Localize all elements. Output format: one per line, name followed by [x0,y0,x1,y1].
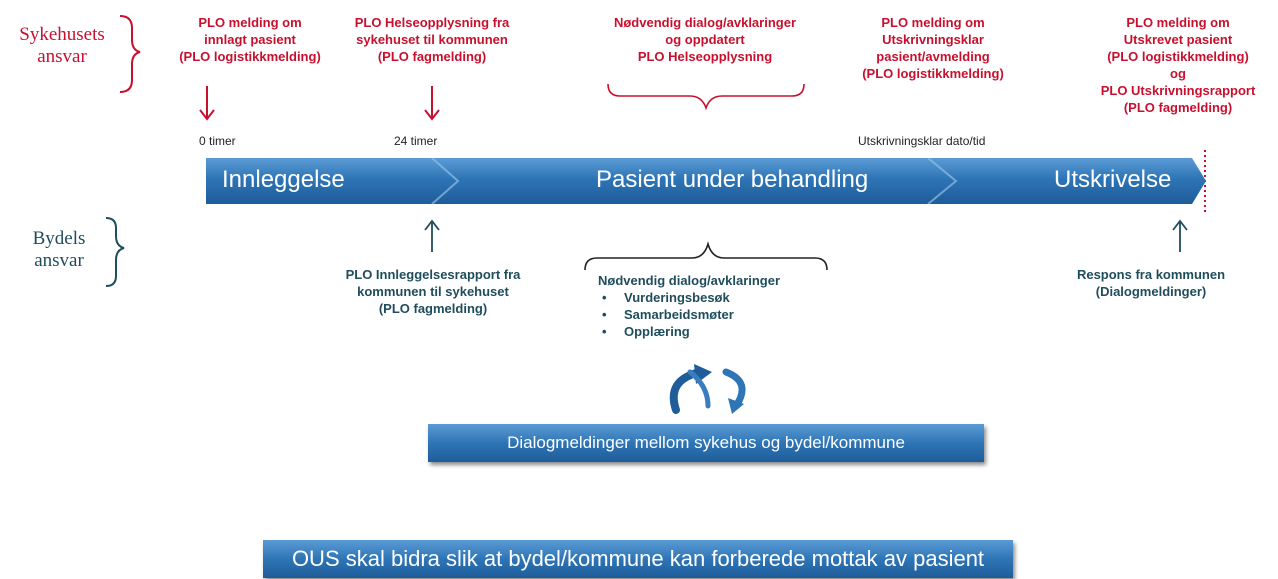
list-item: Opplæring [598,323,828,340]
msg-line: og [1170,66,1186,81]
hospital-brace [119,15,141,93]
down-arrow-icon [199,86,215,121]
district-resp-line: ansvar [34,250,84,271]
hospital-resp-line: ansvar [37,46,87,67]
msg-line: (PLO fagmelding) [378,301,488,316]
list-item: Vurderingsbesøk [598,289,828,306]
msg-line: sykehuset til kommunen [356,32,508,47]
dialog-list: Vurderingsbesøk Samarbeidsmøter Opplærin… [598,289,828,340]
msg-line: og oppdatert [665,32,745,47]
down-arrow-icon [424,86,440,121]
center-black-brace [584,241,828,271]
msg-line: PLO Helseopplysning [637,49,773,64]
timeline-chevrons [431,158,958,204]
hospital-responsibility-label: Sykehusets ansvar [6,24,118,68]
timeline-segment-discharge: Utskrivelse [1054,166,1172,193]
msg-line: (PLO logistikkmelding) [179,49,321,64]
hospital-resp-line: Sykehusets [19,24,105,45]
up-arrow-icon [424,219,440,252]
msg-line: PLO melding om [881,15,985,30]
msg-line: (PLO logistikkmelding) [862,66,1004,81]
msg-district-dialog: Nødvendig dialog/avklaringer Vurderingsb… [598,272,828,340]
list-item: Samarbeidsmøter [598,306,828,323]
msg-line: Nødvendig dialog/avklaringer [613,15,797,30]
msg-line: (PLO fagmelding) [1123,100,1233,115]
msg-line: innlagt pasient [204,32,296,47]
timeline-bar [206,158,1206,204]
time-label-discharge-ready: Utskrivningsklar dato/tid [858,134,986,148]
msg-discharge-ready: PLO melding om Utskrivningsklar pasient/… [838,14,1028,82]
msg-line: PLO Innleggelsesrapport fra [345,267,521,282]
time-label-0h: 0 timer [199,134,236,148]
msg-line: PLO melding om [1126,15,1230,30]
timeline-segment-admission: Innleggelse [222,166,345,193]
msg-municipal-response: Respons fra kommunen (Dialogmeldinger) [1060,266,1242,300]
msg-admission-report: PLO Innleggelsesrapport fra kommunen til… [318,266,548,317]
time-label-24h: 24 timer [394,134,438,148]
up-arrow-icon [1172,219,1188,252]
center-red-brace [607,83,805,111]
district-brace [105,217,125,287]
timeline-segment-treatment: Pasient under behandling [596,166,869,193]
msg-line: (PLO fagmelding) [377,49,487,64]
district-responsibility-label: Bydels ansvar [14,228,104,272]
msg-line: Respons fra kommunen [1076,267,1226,282]
msg-line: (Dialogmeldinger) [1095,284,1207,299]
msg-line: (PLO logistikkmelding) [1107,49,1249,64]
msg-line: Utskrivningsklar [882,32,984,47]
district-resp-line: Bydels [32,228,86,249]
msg-health-info: PLO Helseopplysning fra sykehuset til ko… [332,14,532,65]
msg-discharged-patient: PLO melding om Utskrevet pasient (PLO lo… [1080,14,1276,116]
dialog-messages-box: Dialogmeldinger mellom sykehus og bydel/… [428,424,984,462]
msg-dialog-updated: Nødvendig dialog/avklaringer og oppdater… [590,14,820,65]
dialog-title: Nødvendig dialog/avklaringer [598,273,781,288]
msg-line: PLO melding om [198,15,302,30]
ous-contribution-box: OUS skal bidra slik at bydel/kommune kan… [263,540,1013,578]
msg-line: PLO Utskrivningsrapport [1100,83,1256,98]
msg-admitted-patient: PLO melding om innlagt pasient (PLO logi… [160,14,340,65]
msg-line: PLO Helseopplysning fra [354,15,510,30]
msg-line: kommunen til sykehuset [357,284,509,299]
msg-line: pasient/avmelding [876,49,990,64]
msg-line: Utskrevet pasient [1123,32,1233,47]
cycle-arrows-icon [669,364,746,414]
